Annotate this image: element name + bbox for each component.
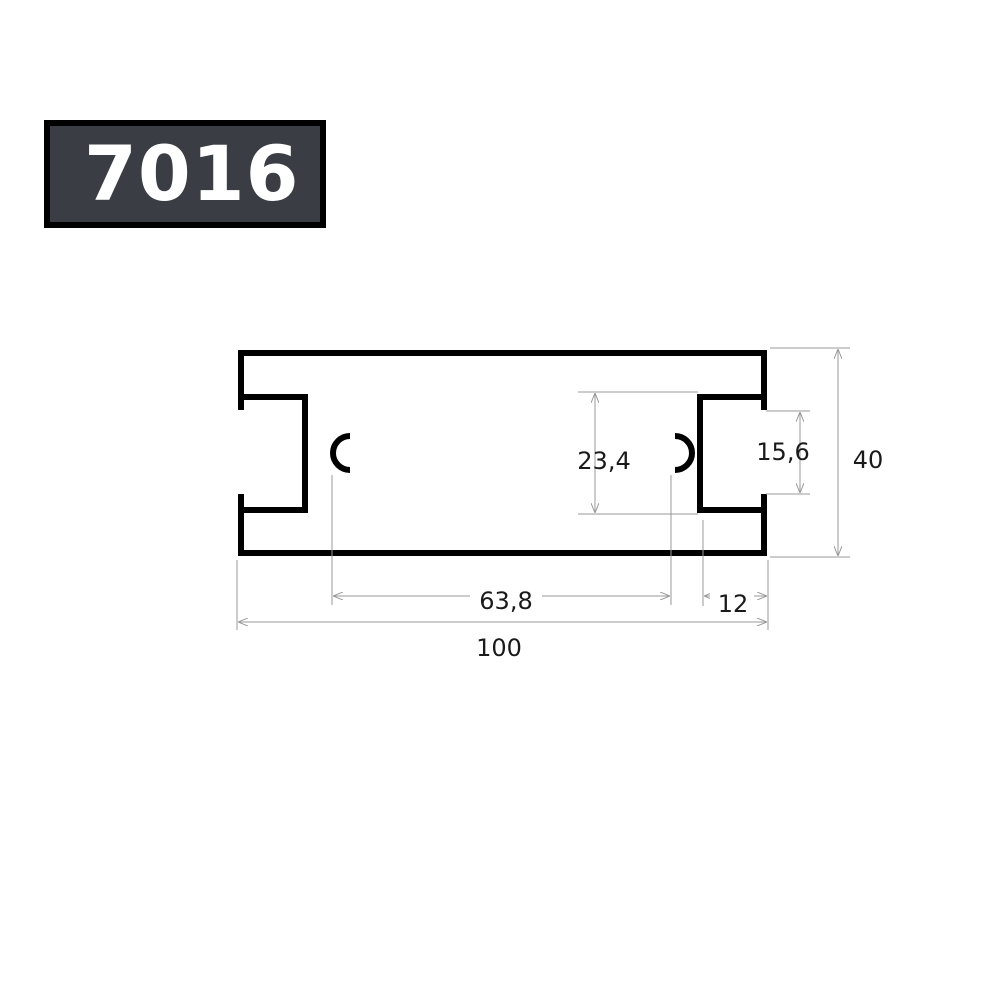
product-code: 7016 bbox=[84, 129, 300, 218]
inner-height-label: 23,4 bbox=[577, 447, 630, 475]
left-slot-channel bbox=[241, 394, 308, 513]
profile-bottom-wall bbox=[238, 494, 767, 556]
profile-top-wall bbox=[238, 350, 767, 410]
left-clip-hook bbox=[330, 433, 351, 473]
right-clip-hook bbox=[674, 433, 695, 473]
right-slot-channel bbox=[697, 394, 764, 513]
total-width-label: 100 bbox=[476, 634, 522, 662]
product-code-badge: 7016 bbox=[44, 120, 326, 228]
clip-spacing-label: 63,8 bbox=[479, 587, 532, 615]
height-40-label: 40 bbox=[853, 446, 884, 474]
slot-depth-label: 12 bbox=[718, 590, 749, 618]
dimension-lines bbox=[236, 347, 850, 630]
slot-height-label: 15,6 bbox=[756, 438, 809, 466]
aluminium-profile bbox=[238, 350, 767, 556]
